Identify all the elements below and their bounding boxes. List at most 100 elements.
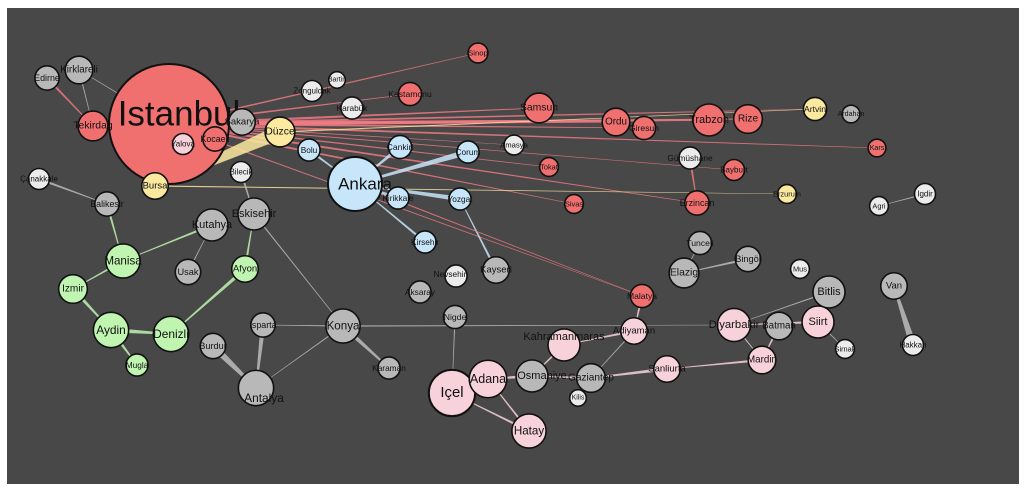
node-ankara[interactable]: Ankara — [327, 156, 392, 212]
node-bayburt[interactable]: Bayburt — [720, 158, 749, 182]
node-canakkale[interactable]: Çanakkale — [20, 167, 58, 191]
node-karaman[interactable]: Karaman — [372, 356, 406, 380]
node-label-sivas: Sivas — [565, 200, 583, 209]
node-karabuk[interactable]: Karabük — [337, 96, 369, 120]
node-antalya[interactable]: Antalya — [237, 369, 284, 407]
node-edirne[interactable]: Edirne — [34, 65, 60, 91]
node-bilecik[interactable]: Bilecik — [229, 160, 254, 184]
node-istanbul[interactable]: Istanbul — [108, 63, 240, 185]
node-circle-eskisehir — [237, 197, 271, 231]
node-label-van: Van — [886, 281, 902, 292]
node-sivas[interactable]: Sivas — [563, 193, 585, 215]
node-cankiri[interactable]: Çankiri — [387, 134, 414, 160]
node-elazig[interactable]: Elazig — [668, 257, 700, 289]
node-icel[interactable]: Içel — [427, 368, 477, 418]
node-siirt[interactable]: Siirt — [801, 305, 835, 339]
node-bursa[interactable]: Bursa — [140, 171, 170, 201]
node-circle-ordu — [601, 107, 631, 137]
node-yozgat[interactable]: Yozgat — [447, 187, 473, 211]
node-kastamonu[interactable]: Kastamonu — [388, 81, 432, 107]
node-igdir[interactable]: Igdir — [913, 182, 937, 206]
node-konya[interactable]: Konya — [325, 308, 361, 344]
node-circle-kirikkale — [386, 186, 410, 210]
node-usak[interactable]: Usak — [174, 258, 202, 286]
node-izmir[interactable]: Izmir — [57, 273, 89, 305]
node-agri[interactable]: Agri — [868, 195, 890, 217]
node-kirikkale[interactable]: Kirikkale — [382, 186, 414, 210]
node-circle-tekirdag — [77, 110, 109, 142]
node-circle-canakkale — [27, 167, 51, 191]
node-afyon[interactable]: Afyon — [230, 254, 260, 284]
node-osmaniye[interactable]: Osmaniye — [515, 359, 567, 393]
node-bolu[interactable]: Bolu — [297, 138, 321, 162]
node-malatya[interactable]: Malatya — [627, 283, 657, 309]
node-kars[interactable]: Kars — [867, 138, 887, 158]
node-kirsehir[interactable]: Kirsehir — [411, 230, 439, 254]
node-burdur[interactable]: Burdur — [199, 332, 227, 360]
node-tekirdag[interactable]: Tekirdag — [73, 110, 113, 142]
node-yalova[interactable]: Yalova — [171, 132, 195, 156]
node-kahramanmaras[interactable]: Kahramanmaras — [523, 328, 605, 362]
node-eskisehir[interactable]: Eskisehir — [232, 197, 277, 231]
node-van[interactable]: Van — [879, 271, 909, 301]
node-mus[interactable]: Mus — [789, 258, 811, 280]
node-tokat[interactable]: Tokat — [538, 156, 560, 178]
node-kayseri[interactable]: Kayseri — [480, 255, 512, 285]
node-kutahya[interactable]: Kutahya — [192, 208, 233, 242]
node-circle-kutahya — [195, 208, 229, 242]
node-bingol[interactable]: Bingöl — [734, 245, 762, 273]
node-samsun[interactable]: Samsun — [520, 92, 558, 124]
node-manisa[interactable]: Manisa — [104, 243, 142, 279]
node-nevsehir[interactable]: Nevsehir — [434, 264, 468, 288]
node-isparta[interactable]: Isparta — [249, 312, 277, 338]
node-adiyaman[interactable]: Adiyaman — [613, 316, 655, 346]
node-gumushane[interactable]: Gümüshane — [667, 146, 713, 170]
node-sinop[interactable]: Sinop — [467, 42, 489, 64]
node-batman[interactable]: Batman — [762, 311, 796, 341]
node-ardahan[interactable]: Ardahan — [838, 104, 865, 124]
node-kilis[interactable]: Kilis — [568, 388, 588, 408]
node-sakarya[interactable]: Sakarya — [225, 107, 261, 137]
node-hakkari[interactable]: Hakkari — [899, 333, 927, 357]
edge-adiyaman-kahramanmaras — [563, 329, 635, 346]
node-giresun[interactable]: Giresun — [629, 115, 659, 141]
node-circle-diyarbakir — [716, 307, 752, 343]
node-sanliurfa[interactable]: Sanliurfa — [648, 354, 686, 384]
node-amasya[interactable]: Amasya — [500, 134, 529, 156]
node-denizli[interactable]: Denizli — [152, 315, 190, 353]
node-erzurum[interactable]: Erzurum — [773, 183, 801, 205]
node-balikesir[interactable]: Balikesir — [90, 191, 124, 217]
node-bitlis[interactable]: Bitlis — [812, 275, 846, 309]
node-mugla[interactable]: Mugla — [125, 353, 149, 377]
node-tunceli[interactable]: Tunceli — [686, 230, 714, 256]
node-rize[interactable]: Rize — [732, 103, 764, 135]
node-aksaray[interactable]: Aksaray — [405, 280, 436, 304]
node-kocaeli[interactable]: Kocaeli — [200, 126, 230, 152]
node-zonguldak[interactable]: Zonguldak — [293, 79, 332, 103]
node-circle-yalova — [171, 132, 195, 156]
node-label-nigde: Nigde — [444, 312, 467, 322]
node-corum[interactable]: Çorum — [456, 140, 481, 164]
node-duzce[interactable]: Düzce — [264, 116, 296, 148]
node-sirnak[interactable]: Sirnak — [835, 338, 856, 360]
node-label-batman: Batman — [762, 321, 796, 332]
node-adana[interactable]: Adana — [468, 359, 508, 399]
node-erzincan[interactable]: Erzincan — [680, 190, 715, 216]
node-kirklareli[interactable]: Kirklareli — [60, 55, 98, 85]
node-hatay[interactable]: Hatay — [511, 413, 547, 449]
node-mardin[interactable]: Mardin — [747, 345, 777, 375]
node-label-yozgat: Yozgat — [447, 194, 473, 204]
node-diyarbakir[interactable]: Diyarbakir — [709, 307, 760, 343]
node-label-nevsehir: Nevsehir — [434, 269, 467, 279]
edge-afyon-denizli — [170, 267, 247, 335]
node-gaziantep[interactable]: Gaziantep — [568, 362, 614, 394]
node-artvin[interactable]: Artvin — [802, 96, 828, 122]
node-ordu[interactable]: Ordu — [601, 107, 631, 137]
node-bartin[interactable]: Bartin — [328, 70, 346, 90]
node-circle-aydin — [92, 311, 130, 349]
node-trabzon[interactable]: Trabzon — [689, 103, 729, 137]
node-nigde[interactable]: Nigde — [442, 304, 468, 330]
node-label-adana: Adana — [470, 372, 506, 386]
node-aydin[interactable]: Aydin — [92, 311, 130, 349]
